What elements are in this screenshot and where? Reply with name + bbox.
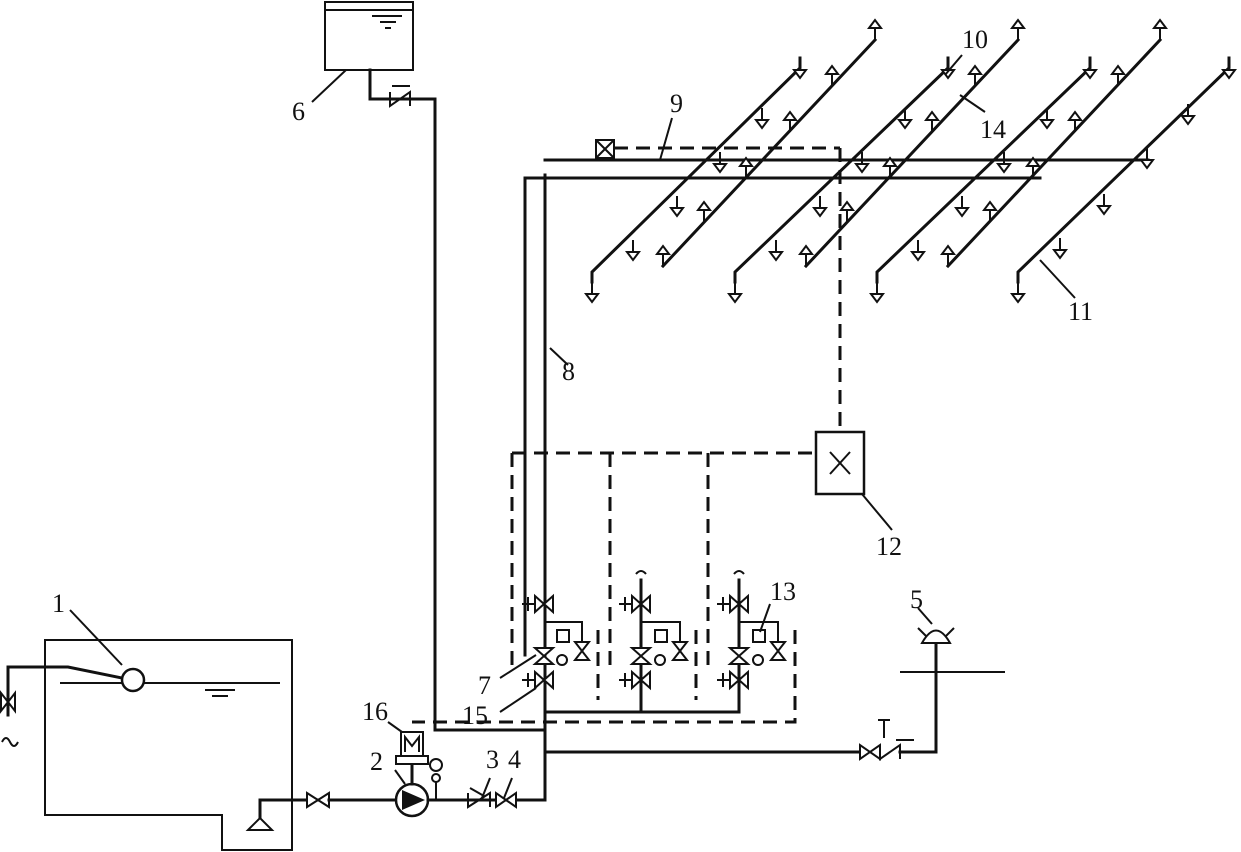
alarm-bell-line bbox=[543, 643, 1005, 761]
elevated-tank bbox=[324, 1, 414, 71]
foot-valve-icon bbox=[245, 798, 352, 831]
reservoir-tank bbox=[44, 639, 293, 851]
label-11: 11 bbox=[1068, 297, 1093, 326]
valve-station-3 bbox=[717, 570, 788, 714]
control-lines bbox=[412, 146, 842, 724]
float-valve-icon bbox=[0, 665, 146, 747]
label-7: 7 bbox=[478, 671, 491, 700]
label-12: 12 bbox=[876, 532, 902, 561]
label-14: 14 bbox=[980, 115, 1006, 144]
pump-icon bbox=[327, 782, 430, 818]
label-13: 13 bbox=[770, 577, 796, 606]
label-15: 15 bbox=[462, 701, 488, 730]
label-8: 8 bbox=[562, 357, 575, 386]
label-16: 16 bbox=[362, 697, 388, 726]
label-3: 3 bbox=[486, 745, 499, 774]
label-2: 2 bbox=[370, 747, 383, 776]
motor-icon bbox=[395, 731, 429, 786]
control-box-icon bbox=[814, 430, 866, 496]
label-4: 4 bbox=[508, 745, 521, 774]
flow-switch-icon bbox=[595, 139, 615, 159]
alarm-bell-icon bbox=[917, 627, 955, 644]
label-10: 10 bbox=[962, 25, 988, 54]
check-valve-icon bbox=[368, 68, 547, 732]
pump-discharge-line bbox=[426, 653, 547, 809]
pressure-gauge-icon bbox=[429, 758, 443, 800]
valve-station-1 bbox=[522, 173, 592, 714]
callout-labels: 1 2 3 4 5 6 7 8 9 10 11 12 13 14 15 16 bbox=[52, 25, 1093, 776]
label-9: 9 bbox=[670, 89, 683, 118]
gate-valve-icon bbox=[306, 791, 330, 809]
valve-station-2 bbox=[619, 570, 690, 714]
label-6: 6 bbox=[292, 97, 305, 126]
leader-lines bbox=[69, 54, 1076, 799]
label-5: 5 bbox=[910, 585, 923, 614]
label-1: 1 bbox=[52, 589, 65, 618]
